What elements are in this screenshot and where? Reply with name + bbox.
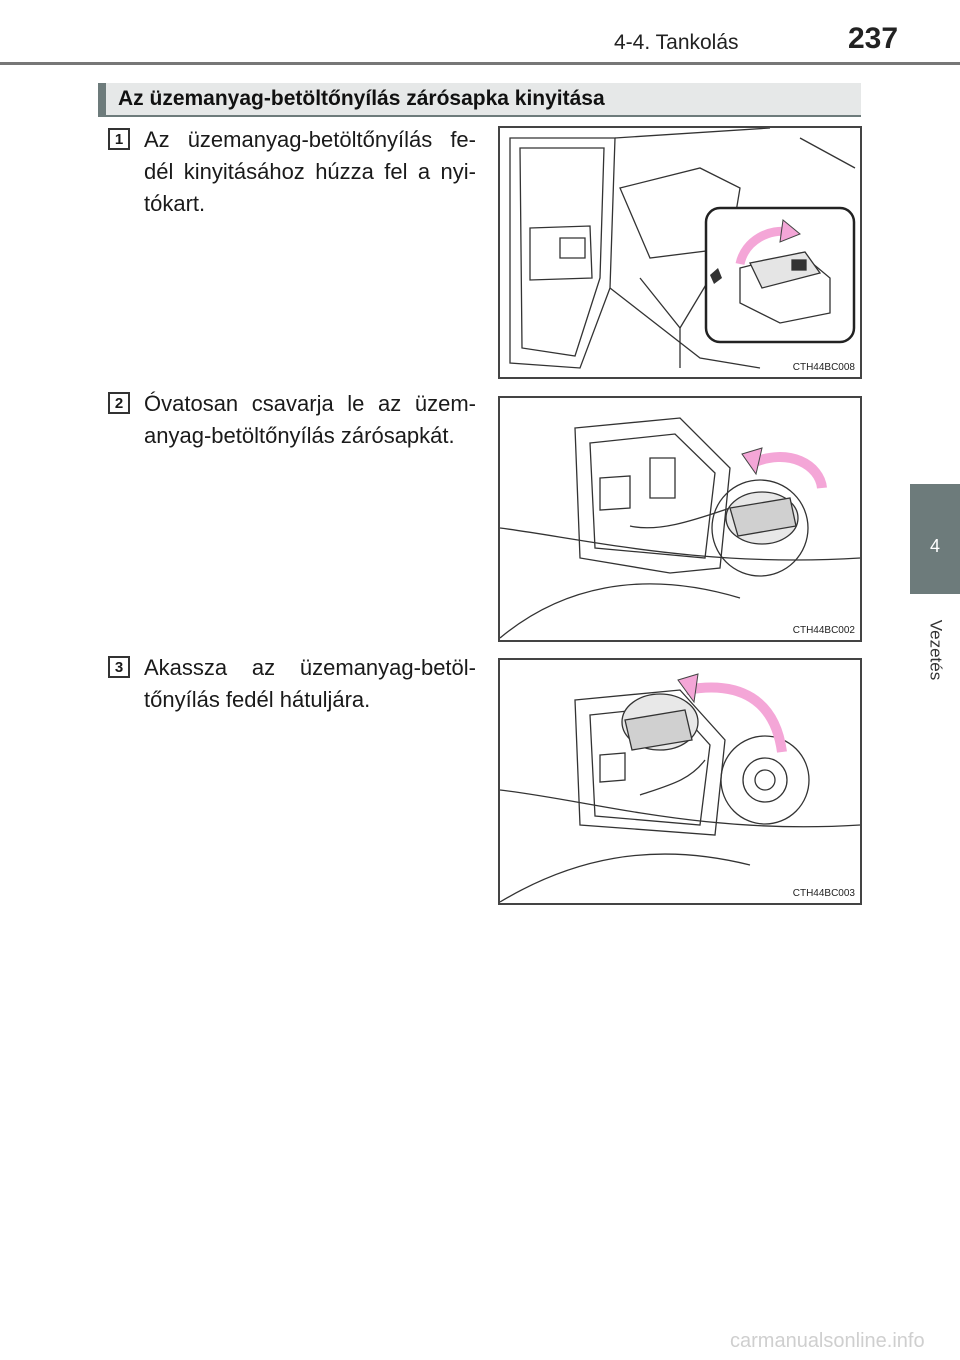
figure-step-3: CTH44BC003 [498,658,862,905]
figure-code-1: CTH44BC008 [792,362,855,373]
page-number: 237 [848,22,899,55]
step-2-number: 2 [108,392,130,414]
step-1-text: Az üzemanyag-betöltőnyílás fe-dél kinyit… [144,127,476,216]
chapter-tab[interactable] [910,484,960,594]
figure-code-3: CTH44BC003 [792,888,855,899]
chapter-label-text: Vezetés [926,619,945,681]
step-3-number: 3 [108,656,130,678]
chapter-number: 4 [929,536,940,556]
header-rule [0,62,960,65]
figure-code-2: CTH44BC002 [792,625,855,636]
hook-arrow [685,682,787,753]
cap-unscrew-illustration [500,417,860,639]
door-lever-illustration [509,128,856,369]
section-title: Az üzemanyag-betöltőnyílás zárósapka kin… [98,83,861,117]
footer-watermark: carmanualsonline.info [730,1330,925,1352]
chapter-label: Vezetés [910,595,960,705]
step-1-number: 1 [108,128,130,150]
unscrew-arrow [747,452,827,489]
fuel-door-icon [710,268,722,284]
figure-step-2: CTH44BC002 [498,396,862,642]
step-2-text: Óvatosan csavarja le az üzem-anyag-betöl… [144,391,476,448]
running-header-section: 4-4. Tankolás [614,31,739,54]
cap-hook-illustration [500,673,860,903]
figure-step-1: CTH44BC008 [498,126,862,379]
step-3-text: Akassza az üzemanyag-betöl-tőnyílás fedé… [144,655,476,712]
